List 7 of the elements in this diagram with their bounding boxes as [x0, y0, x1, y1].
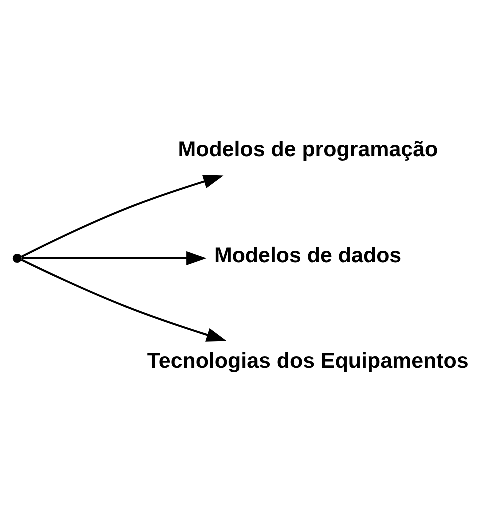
node-text: Tecnologias dos Equipamentos — [147, 349, 469, 374]
node-point — [12, 254, 22, 264]
arrow — [21, 174, 224, 258]
arrow — [21, 259, 227, 342]
node-text: Modelos de dados — [214, 243, 402, 268]
arrow — [22, 251, 207, 266]
node-text: Modelos de programação — [178, 137, 438, 162]
